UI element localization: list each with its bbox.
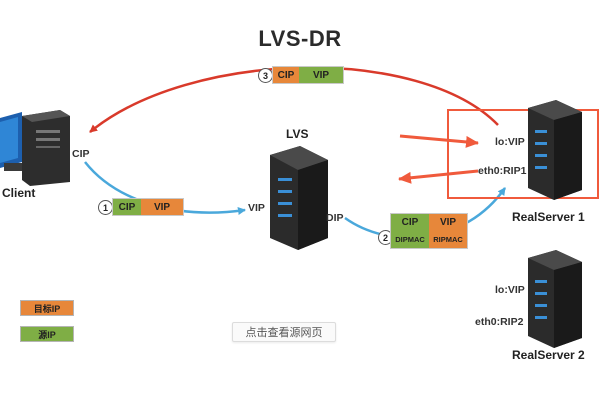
- packet-2-src: CIP: [391, 214, 429, 231]
- packet-1-src: CIP: [113, 199, 141, 215]
- client-label: Client: [2, 186, 36, 200]
- packet-2-dst: VIP: [429, 214, 467, 231]
- realserver1-lo-label: lo:VIP: [495, 136, 525, 148]
- packet-2-dst-mac: RIPMAC: [429, 231, 467, 248]
- lvs-label: LVS: [286, 127, 309, 141]
- realserver1-label: RealServer 1: [512, 210, 585, 224]
- realserver1-eth-label: eth0:RIP1: [478, 165, 527, 177]
- packet-3-src: CIP: [273, 67, 299, 83]
- realserver1-highlight-box: [447, 109, 599, 199]
- lvs-server-icon: [270, 146, 328, 250]
- packet-1: CIP VIP: [112, 198, 184, 216]
- client-computer-icon: [0, 110, 70, 186]
- realserver2-icon: [528, 250, 582, 348]
- realserver2-label: RealServer 2: [512, 348, 585, 362]
- highlight-arrow-in: [399, 134, 479, 148]
- packet-1-dst: VIP: [141, 199, 183, 215]
- step-1-marker: 1: [98, 200, 113, 215]
- packet-2-src-mac: DIPMAC: [391, 231, 429, 248]
- packet-3-dst: VIP: [299, 67, 343, 83]
- legend-source-ip: 源IP: [20, 326, 74, 342]
- packet-3: CIP VIP: [272, 66, 344, 84]
- view-source-button[interactable]: 点击查看源网页: [232, 322, 336, 342]
- packet-2: CIP VIP DIPMAC RIPMAC: [390, 213, 468, 249]
- realserver2-eth-label: eth0:RIP2: [475, 316, 524, 328]
- highlight-arrow-out: [398, 169, 479, 184]
- legend-destination-ip: 目标IP: [20, 300, 74, 316]
- realserver2-lo-label: lo:VIP: [495, 284, 525, 296]
- client-cip-label: CIP: [72, 148, 90, 160]
- realserver1-icon: [528, 100, 582, 200]
- lvs-dip-label: DIP: [326, 212, 344, 224]
- diagram-title: LVS-DR: [258, 26, 342, 51]
- lvs-vip-label: VIP: [248, 202, 265, 214]
- step-3-marker: 3: [258, 68, 273, 83]
